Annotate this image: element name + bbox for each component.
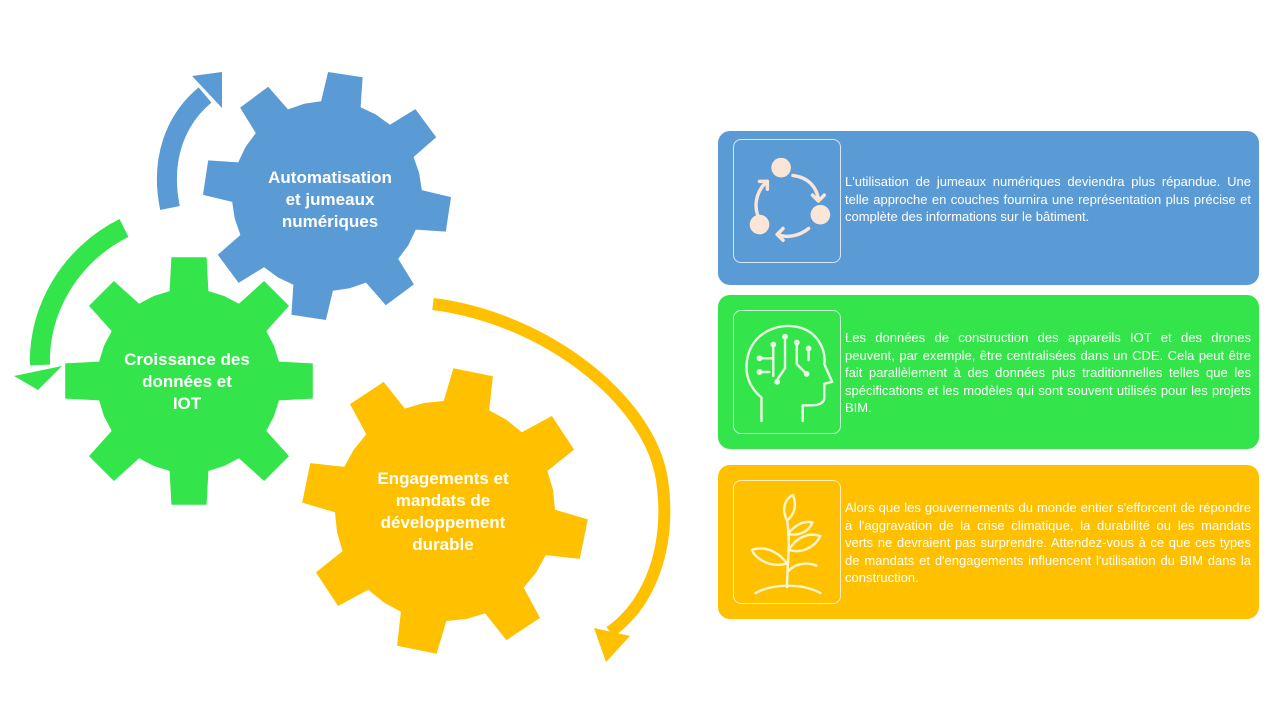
gear-data xyxy=(65,257,313,505)
gear-sustainability xyxy=(302,368,588,654)
gear-label-data: Croissance des données et IOT xyxy=(124,350,250,413)
card-text: Les données de construction des appareil… xyxy=(845,330,1251,416)
blue-cycle-arrow xyxy=(157,72,222,211)
card-icon-frame xyxy=(733,139,841,263)
yellow-cycle-arrow xyxy=(432,298,671,662)
cycle-arrows-icon xyxy=(749,157,831,242)
card-text: Alors que les gouvernements du monde ent… xyxy=(845,500,1251,586)
card-sustainability: Alors que les gouvernements du monde ent… xyxy=(718,465,1259,619)
gear-label-sustainability: Engagements et mandats de développement … xyxy=(377,469,509,554)
head-circuit-icon xyxy=(745,324,834,423)
card-icon-frame xyxy=(733,480,841,604)
gears-diagram xyxy=(14,72,671,662)
gear-label-automation: Automatisation et jumeaux numériques xyxy=(268,168,392,231)
green-cycle-arrow xyxy=(14,219,129,390)
plant-sprout-icon xyxy=(750,493,822,595)
card-icon-frame xyxy=(733,310,841,434)
card-text: L'utilisation de jumeaux numériques devi… xyxy=(845,174,1251,225)
card-digital-twins: L'utilisation de jumeaux numériques devi… xyxy=(718,131,1259,285)
gear-automation xyxy=(203,72,451,320)
card-iot-data: Les données de construction des appareil… xyxy=(718,295,1259,449)
